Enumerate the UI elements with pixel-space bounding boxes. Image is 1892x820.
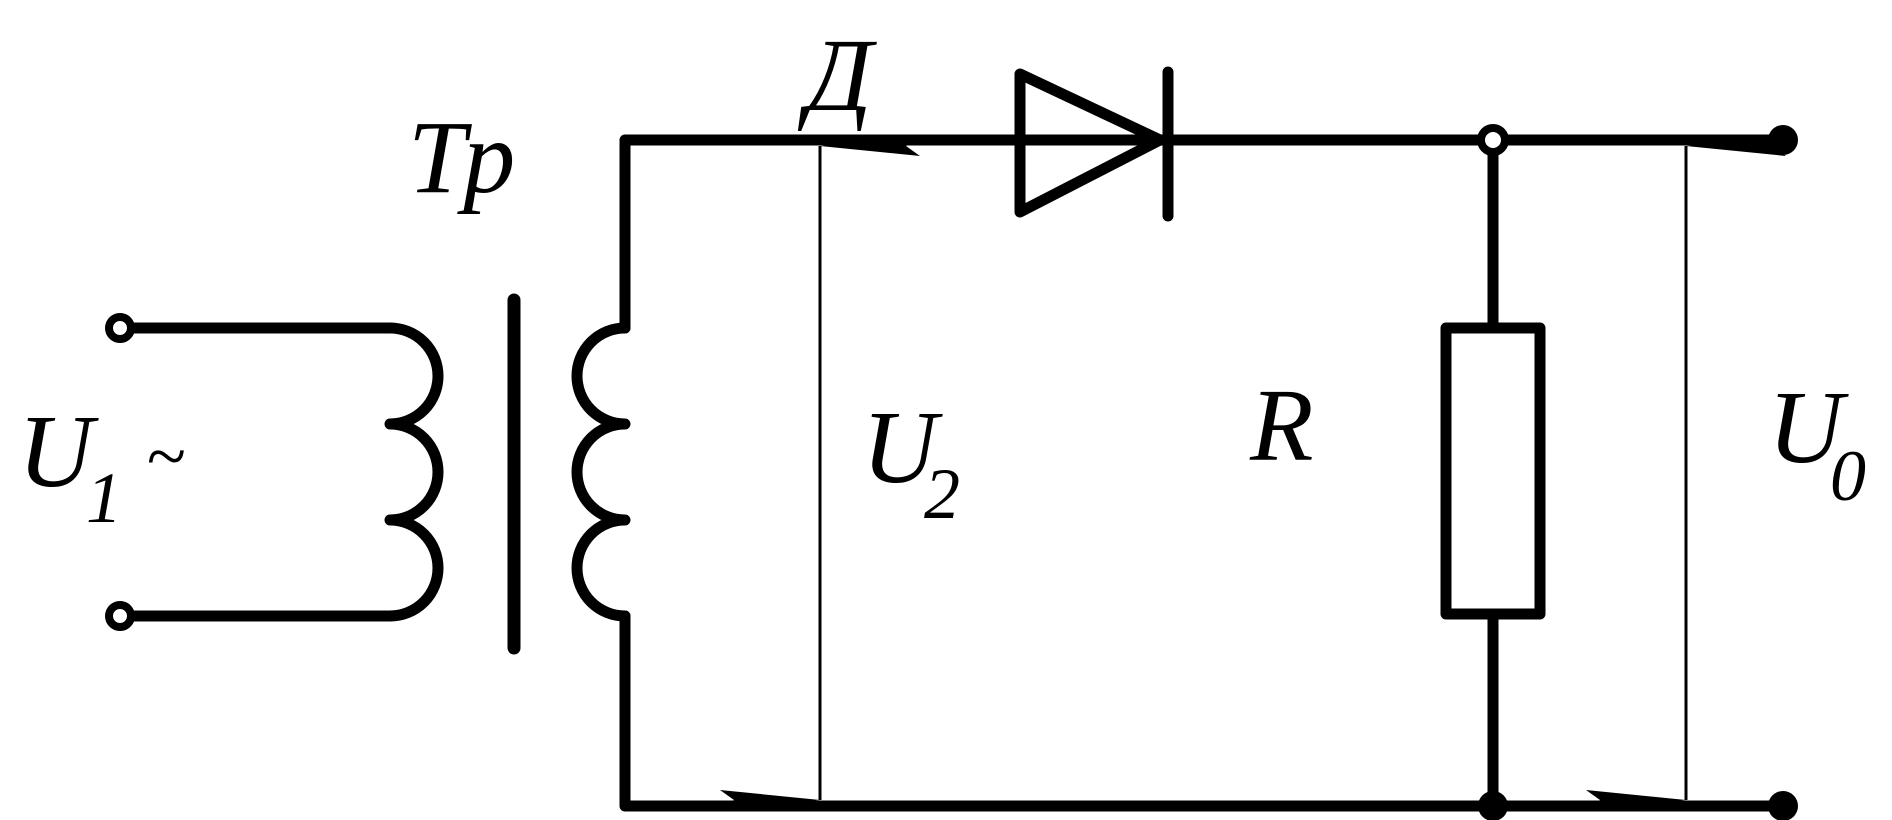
junction-top	[1477, 124, 1509, 156]
resistor-body	[1440, 322, 1546, 620]
secondary-left-wire	[619, 134, 1174, 334]
diode-triangle	[1014, 68, 1166, 218]
u1-subscript: 1	[86, 458, 122, 538]
output-terminal-top	[1768, 125, 1798, 155]
diode-label: Д	[797, 18, 877, 133]
junction-bottom	[1478, 791, 1508, 820]
u1-ac-symbol: ~	[146, 416, 185, 496]
secondary-circuit	[571, 134, 1789, 812]
u0-subscript: 0	[1830, 436, 1866, 516]
primary-circuit	[105, 313, 444, 631]
transformer-label: Тр	[408, 100, 515, 215]
input-terminal-bottom	[105, 601, 135, 631]
u2-label: U	[862, 390, 943, 505]
primary-coil	[384, 322, 444, 622]
resistor-label: R	[1249, 368, 1314, 483]
u0-label: U	[1768, 370, 1849, 485]
resistor	[1440, 134, 1546, 812]
secondary-bottom-wire	[619, 610, 1789, 812]
u1-label: U	[18, 394, 99, 509]
u2-subscript: 2	[924, 454, 960, 534]
input-terminal-top	[105, 313, 135, 343]
output-terminal-bottom	[1768, 791, 1798, 820]
secondary-coil	[571, 322, 631, 622]
